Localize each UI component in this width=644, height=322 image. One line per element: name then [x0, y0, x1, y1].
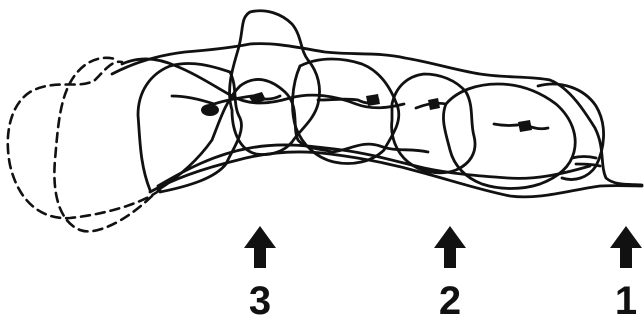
- arrow-up-icon: [610, 226, 642, 268]
- outline-upper-left-wave: [120, 57, 406, 110]
- nucleus-center: [366, 94, 380, 106]
- arrow-up-icon: [244, 226, 276, 268]
- outline-top-strand: [110, 42, 644, 187]
- dashed-loop-inner: [53, 56, 154, 233]
- outline-left-cell: [136, 62, 243, 194]
- outline-far-right-lobe: [536, 82, 605, 181]
- arrow-marker-2: 2: [434, 226, 466, 322]
- outline-lower-wave: [156, 143, 592, 188]
- arrow-marker-1: 1: [610, 226, 642, 322]
- marker-label: 3: [249, 279, 271, 322]
- outline-bottom-strand: [148, 150, 644, 199]
- nucleus-right: [518, 120, 532, 132]
- cell-outlines: [110, 9, 644, 199]
- outline-arrow2-cell: [390, 72, 477, 175]
- nucleus-left: [201, 104, 219, 116]
- nucleus-arrow2: [428, 98, 440, 110]
- nuclei: [201, 92, 532, 132]
- outline-center-cell: [291, 57, 401, 165]
- outline-right-cell: [442, 82, 577, 190]
- outline-loop-mid-left: [156, 78, 430, 192]
- dashed-outline-group: [6, 56, 162, 233]
- projection-far-right: [570, 155, 602, 168]
- marker-label: 2: [439, 279, 461, 322]
- dashed-loop-outer: [6, 60, 162, 220]
- arrow-up-icon: [434, 226, 466, 268]
- marker-label: 1: [615, 279, 637, 322]
- nucleus-arrow3: [248, 92, 266, 104]
- arrow-marker-3: 3: [244, 226, 276, 322]
